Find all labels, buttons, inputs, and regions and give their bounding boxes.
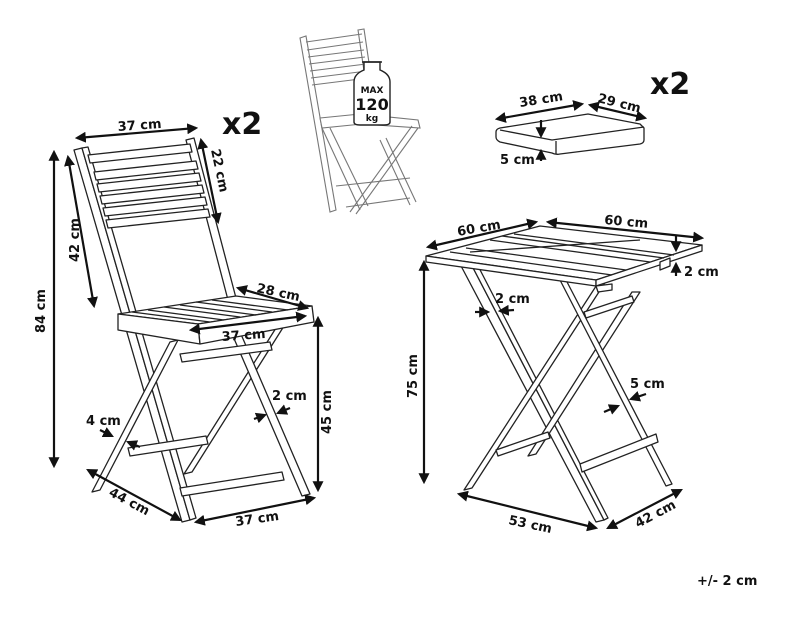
table-height-label: 75 cm <box>406 354 421 398</box>
weight-unit: kg <box>366 114 378 124</box>
table-base-width-label: 53 cm <box>507 513 553 537</box>
weight-value: 120 <box>355 95 388 114</box>
cushion-illustration: x2 38 cm 29 cm 5 cm <box>494 67 690 168</box>
cushion-width-label: 38 cm <box>518 89 564 111</box>
chair-leg-width-label: 4 cm <box>86 414 121 429</box>
weight-icon: MAX 120 kg <box>353 61 391 126</box>
chair-illustration: x2 <box>34 107 335 530</box>
chair-total-height-label: 84 cm <box>34 289 49 333</box>
cushion-thickness-label: 5 cm <box>500 153 535 168</box>
chair-drawing <box>73 137 315 523</box>
chair-seat-width-label: 37 cm <box>221 327 266 345</box>
chair-seat-height-label: 45 cm <box>320 390 335 434</box>
table-top-depth-label: 60 cm <box>604 213 649 232</box>
table-top-thickness-label: 2 cm <box>684 265 719 280</box>
chair-cross-bar-label: 2 cm <box>272 389 307 404</box>
table-drawing <box>425 225 703 523</box>
weight-max-label: MAX <box>361 86 384 96</box>
table-illustration: 60 cm 60 cm 2 cm 2 cm 75 cm 5 cm 53 cm 4… <box>406 213 719 537</box>
cushion-quantity: x2 <box>650 67 690 102</box>
load-capacity-illustration: MAX 120 kg <box>299 28 421 215</box>
chair-base-width-label: 37 cm <box>234 509 280 530</box>
table-leg-thickness-label: 2 cm <box>495 292 530 307</box>
tolerance-note: +/- 2 cm <box>697 574 757 589</box>
chair-back-width-label: 37 cm <box>117 117 162 135</box>
table-leg-width-label: 5 cm <box>630 377 665 392</box>
chair-back-height-label: 42 cm <box>68 218 83 262</box>
chair-base-depth-label: 44 cm <box>106 485 152 519</box>
table-top-width-label: 60 cm <box>456 218 502 240</box>
chair-quantity: x2 <box>222 107 262 142</box>
